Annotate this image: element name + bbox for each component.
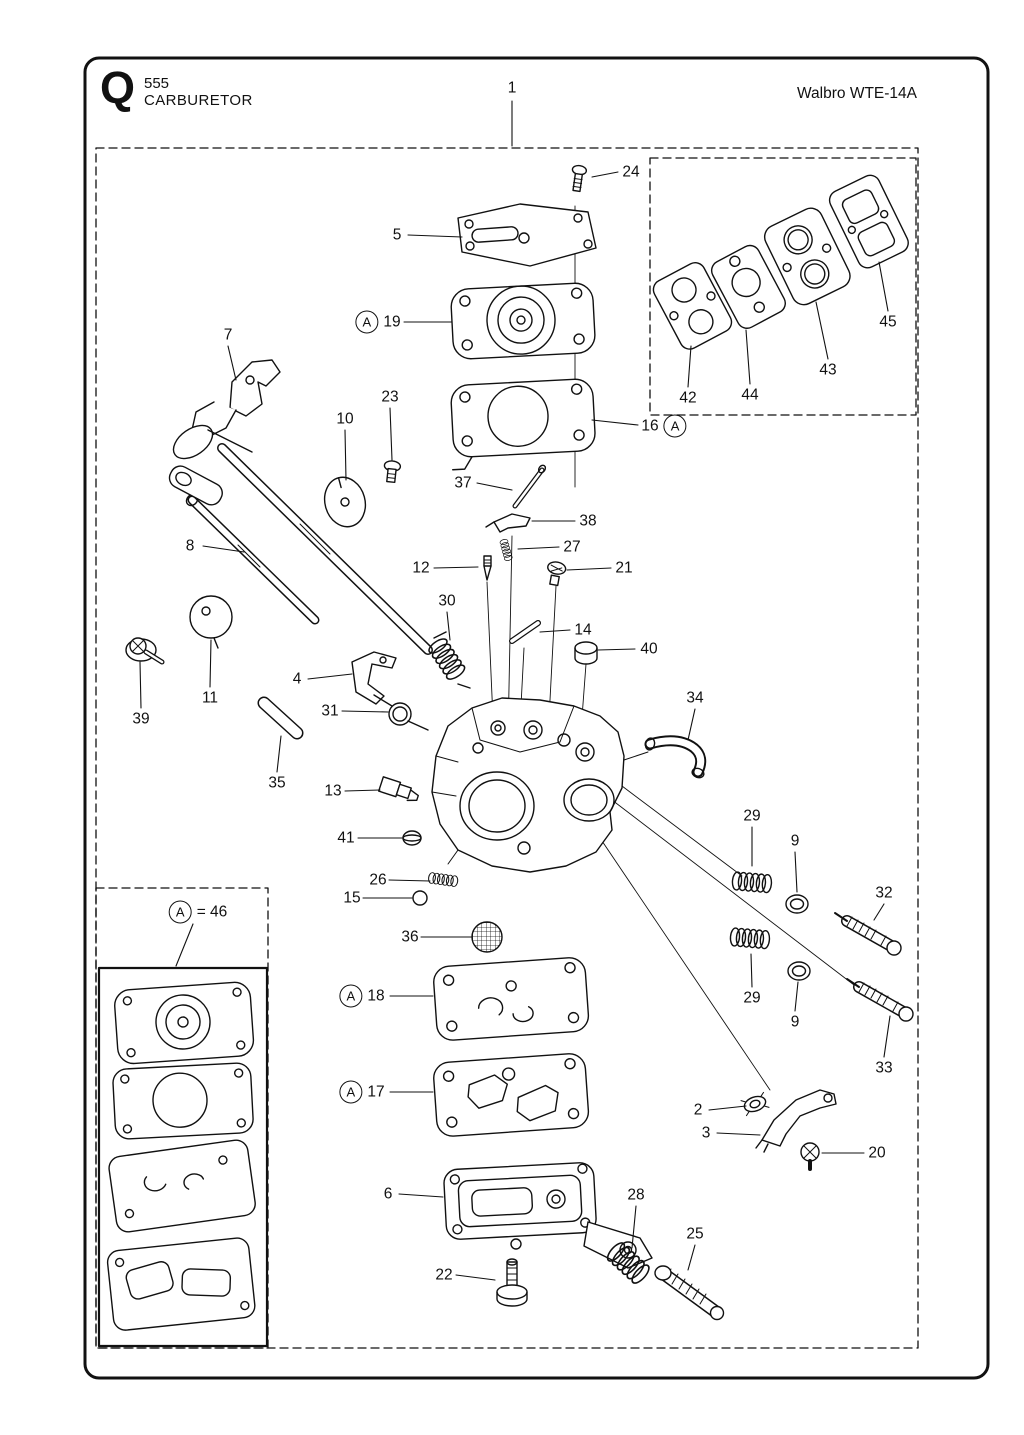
throttle-shaft xyxy=(217,443,433,655)
part-26-spring xyxy=(427,871,459,888)
part-18-pump-diaphragm xyxy=(433,957,590,1041)
part-33-adjustment-needle xyxy=(846,978,914,1022)
part-41-welch-plug xyxy=(402,830,422,846)
part-5-pump-cover xyxy=(457,203,597,267)
part-16-gasket xyxy=(450,378,596,471)
part-21-screw xyxy=(547,561,567,587)
page-border xyxy=(83,56,990,1380)
part-23-screw xyxy=(383,460,402,484)
kit-metering-cover xyxy=(114,981,255,1065)
carburetor-body xyxy=(431,697,649,873)
part-35-dowel-pin xyxy=(257,696,304,740)
part-15-ball xyxy=(412,890,428,906)
part-44-gasket xyxy=(710,244,786,329)
kit-diaphragm xyxy=(108,1139,256,1233)
part-40-plug xyxy=(574,641,598,665)
part-34-fuel-elbow xyxy=(644,735,707,779)
repair-kit-boundary-box xyxy=(95,887,269,1349)
part-22-screw xyxy=(496,1258,528,1307)
part-2-lock-washer xyxy=(740,1091,770,1117)
part-20-screw xyxy=(800,1142,820,1171)
manufacturer-reference: Walbro WTE-14A xyxy=(797,85,918,102)
part-29-spring-upper xyxy=(731,870,773,894)
assembly-boundary-box xyxy=(95,147,919,1349)
model-number: 555 xyxy=(144,75,170,92)
part-45-gasket xyxy=(828,174,909,269)
part-7-throttle-lever xyxy=(172,359,281,460)
part-11-cam-disc xyxy=(189,595,233,649)
part-6-pump-cover xyxy=(443,1162,653,1269)
part-3-choke-lever xyxy=(755,1089,837,1153)
part-38-metering-lever xyxy=(485,513,531,533)
part-36-screen xyxy=(471,921,503,953)
leader-lines xyxy=(139,100,891,1281)
part-19-metering-diaphragm xyxy=(450,282,596,360)
part-37-shaft-pin xyxy=(512,464,547,509)
part-39-screw-washer xyxy=(125,637,165,665)
part-27-metering-spring xyxy=(499,538,514,562)
kit-pump-gasket xyxy=(106,1237,256,1331)
part-31-torsion-spring xyxy=(373,694,429,731)
part-14-pin xyxy=(509,620,541,644)
page-title: CARBURETOR xyxy=(144,92,253,109)
section-letter: Q xyxy=(100,62,135,113)
part-29-spring-lower xyxy=(729,926,771,950)
part-30-throttle-return-spring xyxy=(425,631,471,689)
part-24-screw xyxy=(571,164,588,193)
lower-shaft-piece xyxy=(168,465,223,506)
part-9-plug-lower xyxy=(787,961,811,981)
part-43-spacer-plate xyxy=(763,207,851,306)
part-4-throttle-arm xyxy=(351,651,397,705)
part-17-pump-gasket xyxy=(433,1053,590,1137)
kit-gasket xyxy=(112,1062,254,1140)
gasket-set-boundary-box xyxy=(649,157,917,416)
part-32-adjustment-needle xyxy=(834,912,902,956)
part-12-inlet-needle xyxy=(483,555,492,581)
part-25-idle-screw xyxy=(654,1265,725,1321)
part-10-washer-disc xyxy=(323,476,367,528)
part-13-check-valve xyxy=(378,776,419,802)
part-42-gasket xyxy=(652,262,733,350)
part-9-plug-upper xyxy=(785,894,809,914)
